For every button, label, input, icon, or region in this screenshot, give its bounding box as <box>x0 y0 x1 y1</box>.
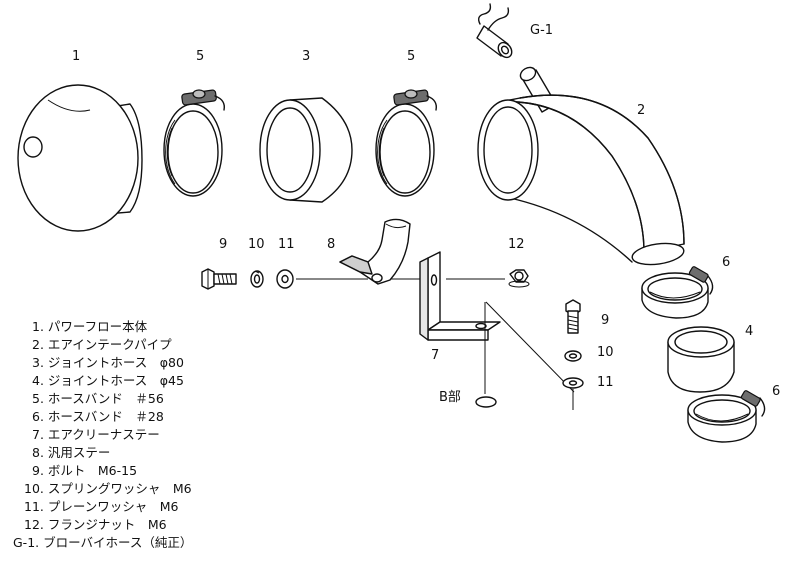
callout-10-right: 10 <box>597 345 614 360</box>
part-5-hose-band-left <box>163 89 225 197</box>
bolt-left <box>201 268 237 290</box>
part-2-air-intake-pipe <box>477 66 685 266</box>
callout-5-right: 5 <box>407 49 415 64</box>
plain-washer-right <box>562 377 584 389</box>
parts-list-item: 1. パワーフロー本体 <box>32 319 148 334</box>
parts-list-item: 7. エアクリーナステー <box>32 427 160 442</box>
callout-8: 8 <box>327 237 335 252</box>
part-5-hose-band-right <box>375 89 437 197</box>
spring-washer-left <box>250 270 264 288</box>
callout-4: 4 <box>745 324 753 339</box>
callout-2: 2 <box>637 103 645 118</box>
callout-1: 1 <box>72 49 80 64</box>
parts-list-item: 5. ホースバンド ＃56 <box>32 391 164 406</box>
part-3-joint-hose-80 <box>259 97 353 203</box>
callout-11-right: 11 <box>597 375 614 390</box>
parts-list-item: 11. プレーンワッシャ M6 <box>24 499 179 514</box>
parts-list-item: 9. ボルト M6-15 <box>32 463 137 478</box>
part-7-air-cleaner-stay <box>419 251 501 341</box>
parts-list-item: 4. ジョイントホース φ45 <box>32 373 184 388</box>
part-6-hose-band-lower <box>687 390 766 443</box>
parts-list: 1. パワーフロー本体 2. エアインテークパイプ 3. ジョイントホース φ8… <box>13 319 192 550</box>
parts-list-item: 3. ジョイントホース φ80 <box>32 355 184 370</box>
b-detail-leader-diagonal <box>485 301 575 393</box>
parts-list-item: 12. フランジナット M6 <box>24 517 167 532</box>
b-detail-hole <box>475 396 497 408</box>
bolt-right <box>565 299 581 334</box>
callout-6-upper: 6 <box>722 255 730 270</box>
callout-7: 7 <box>431 348 439 363</box>
parts-list-item: 8. 汎用ステー <box>32 445 110 460</box>
parts-list-item: 10. スプリングワッシャ M6 <box>24 481 192 496</box>
part-g1-blowby-hose <box>476 3 513 59</box>
spring-washer-right <box>564 350 582 362</box>
part-12-flange-nut <box>508 269 530 288</box>
callout-5-left: 5 <box>196 49 204 64</box>
part-6-hose-band-upper <box>641 266 714 319</box>
callout-9-left: 9 <box>219 237 227 252</box>
callout-9-right: 9 <box>601 313 609 328</box>
part-8-universal-stay <box>339 218 411 285</box>
parts-list-item: G-1. ブローバイホース（純正） <box>13 535 192 550</box>
callout-6-lower: 6 <box>772 384 780 399</box>
part-4-joint-hose-45 <box>667 326 735 393</box>
callout-3: 3 <box>302 49 310 64</box>
callout-11-left: 11 <box>278 237 295 252</box>
callout-b-section: B部 <box>439 390 461 405</box>
plain-washer-left <box>276 269 294 289</box>
parts-list-item: 2. エアインテークパイプ <box>32 337 172 352</box>
part-1-power-flow-body <box>17 84 143 232</box>
callout-10-left: 10 <box>248 237 265 252</box>
callout-12: 12 <box>508 237 525 252</box>
parts-list-item: 6. ホースバンド ＃28 <box>32 409 164 424</box>
callout-g1: G-1 <box>530 23 553 38</box>
